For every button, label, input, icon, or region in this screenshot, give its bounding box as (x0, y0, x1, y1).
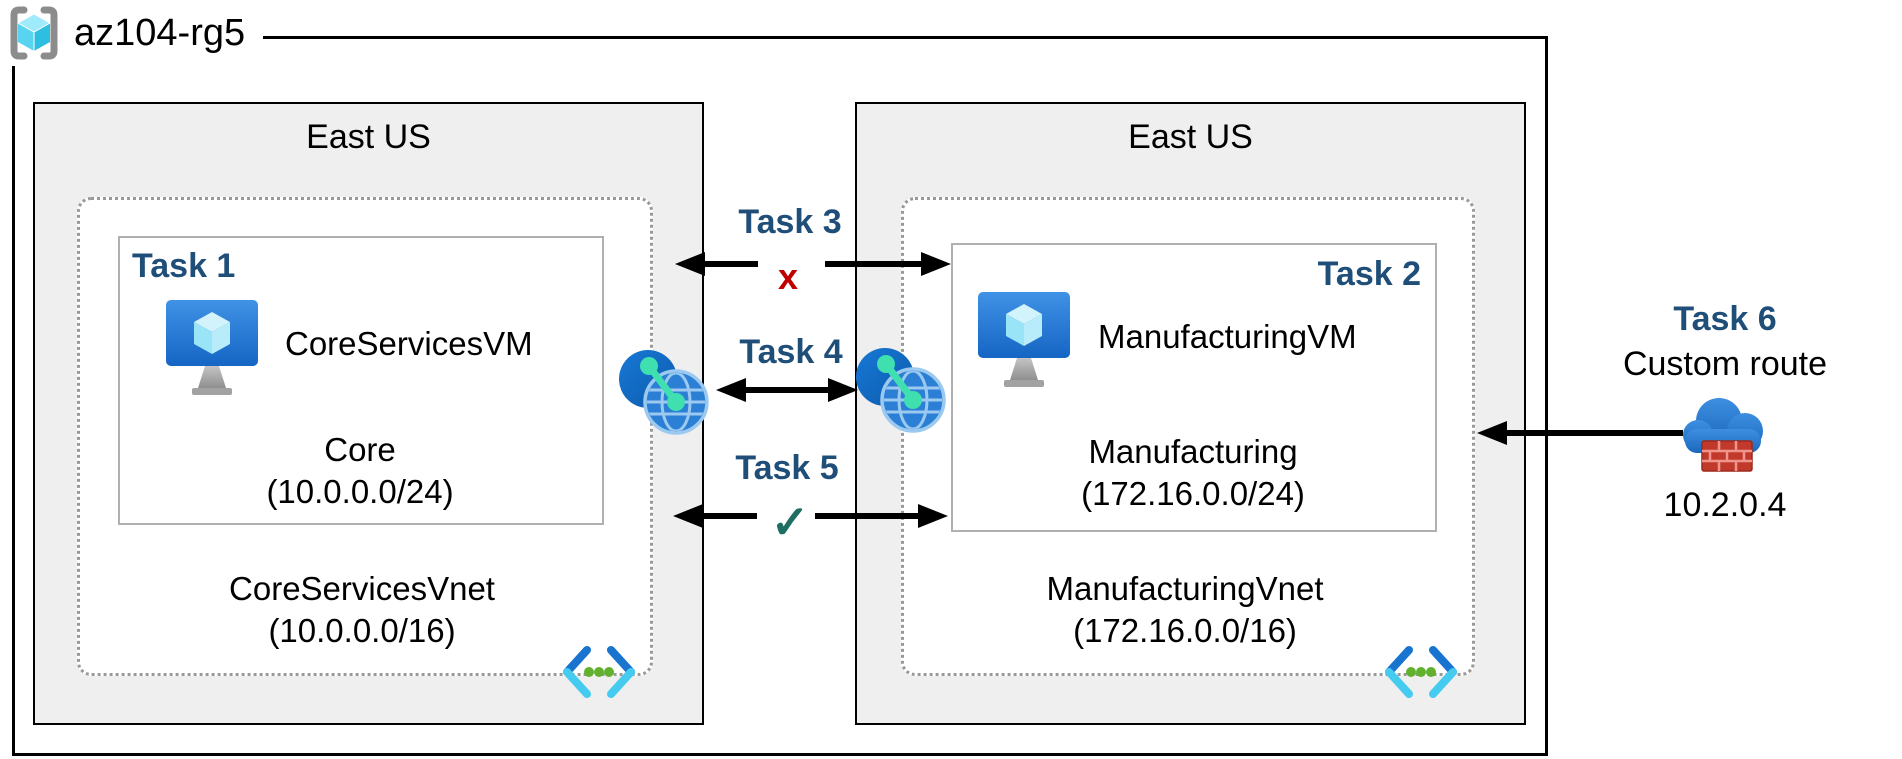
vm-name-coreservices: CoreServicesVM (285, 325, 533, 362)
task5-allowed-marker: ✓ (770, 496, 810, 548)
task6-label: Task 6 (1673, 300, 1777, 338)
vnet-peering-icon (855, 347, 949, 433)
subnet-name: Core (324, 431, 396, 468)
resource-group-icon (6, 4, 62, 62)
task3-label: Task 3 (738, 203, 842, 241)
resource-group-label: az104-rg5 (6, 4, 264, 66)
vnet-name: CoreServicesVnet (229, 570, 495, 607)
task3-blocked-marker: x (777, 256, 799, 297)
virtual-machine-icon (976, 290, 1072, 394)
subnet-box-core (118, 236, 604, 525)
subnet-name: Manufacturing (1088, 433, 1298, 470)
firewall-cloud-icon (1677, 393, 1773, 477)
subnet-core-text: Core (10.0.0.0/24) (118, 429, 602, 513)
subnet-cidr: (172.16.0.0/24) (1081, 475, 1305, 512)
custom-route-label: Custom route (1622, 345, 1828, 383)
vnet-peering-icon (618, 349, 712, 435)
vnet-manufacturing-text: ManufacturingVnet (172.16.0.0/16) (901, 568, 1469, 652)
virtual-network-icon (1383, 644, 1459, 700)
resource-group-name: az104-rg5 (74, 11, 246, 54)
region-right-location: East US (1128, 118, 1253, 156)
region-left-location: East US (306, 118, 431, 156)
subnet-manufacturing-text: Manufacturing (172.16.0.0/24) (951, 431, 1435, 515)
task2-label: Task 2 (1317, 255, 1421, 293)
nva-ip-address: 10.2.0.4 (1663, 486, 1787, 524)
subnet-box-manufacturing (951, 243, 1437, 532)
subnet-cidr: (10.0.0.0/24) (266, 473, 454, 510)
vm-name-manufacturing: ManufacturingVM (1098, 318, 1357, 355)
task1-label: Task 1 (132, 247, 236, 285)
vnet-name: ManufacturingVnet (1046, 570, 1324, 607)
task5-label: Task 5 (735, 449, 839, 487)
vnet-coreservices-text: CoreServicesVnet (10.0.0.0/16) (77, 568, 647, 652)
task4-label: Task 4 (739, 333, 843, 371)
virtual-network-icon (561, 644, 637, 700)
virtual-machine-icon (164, 298, 260, 402)
vnet-cidr: (172.16.0.0/16) (1073, 612, 1297, 649)
vnet-cidr: (10.0.0.0/16) (268, 612, 456, 649)
